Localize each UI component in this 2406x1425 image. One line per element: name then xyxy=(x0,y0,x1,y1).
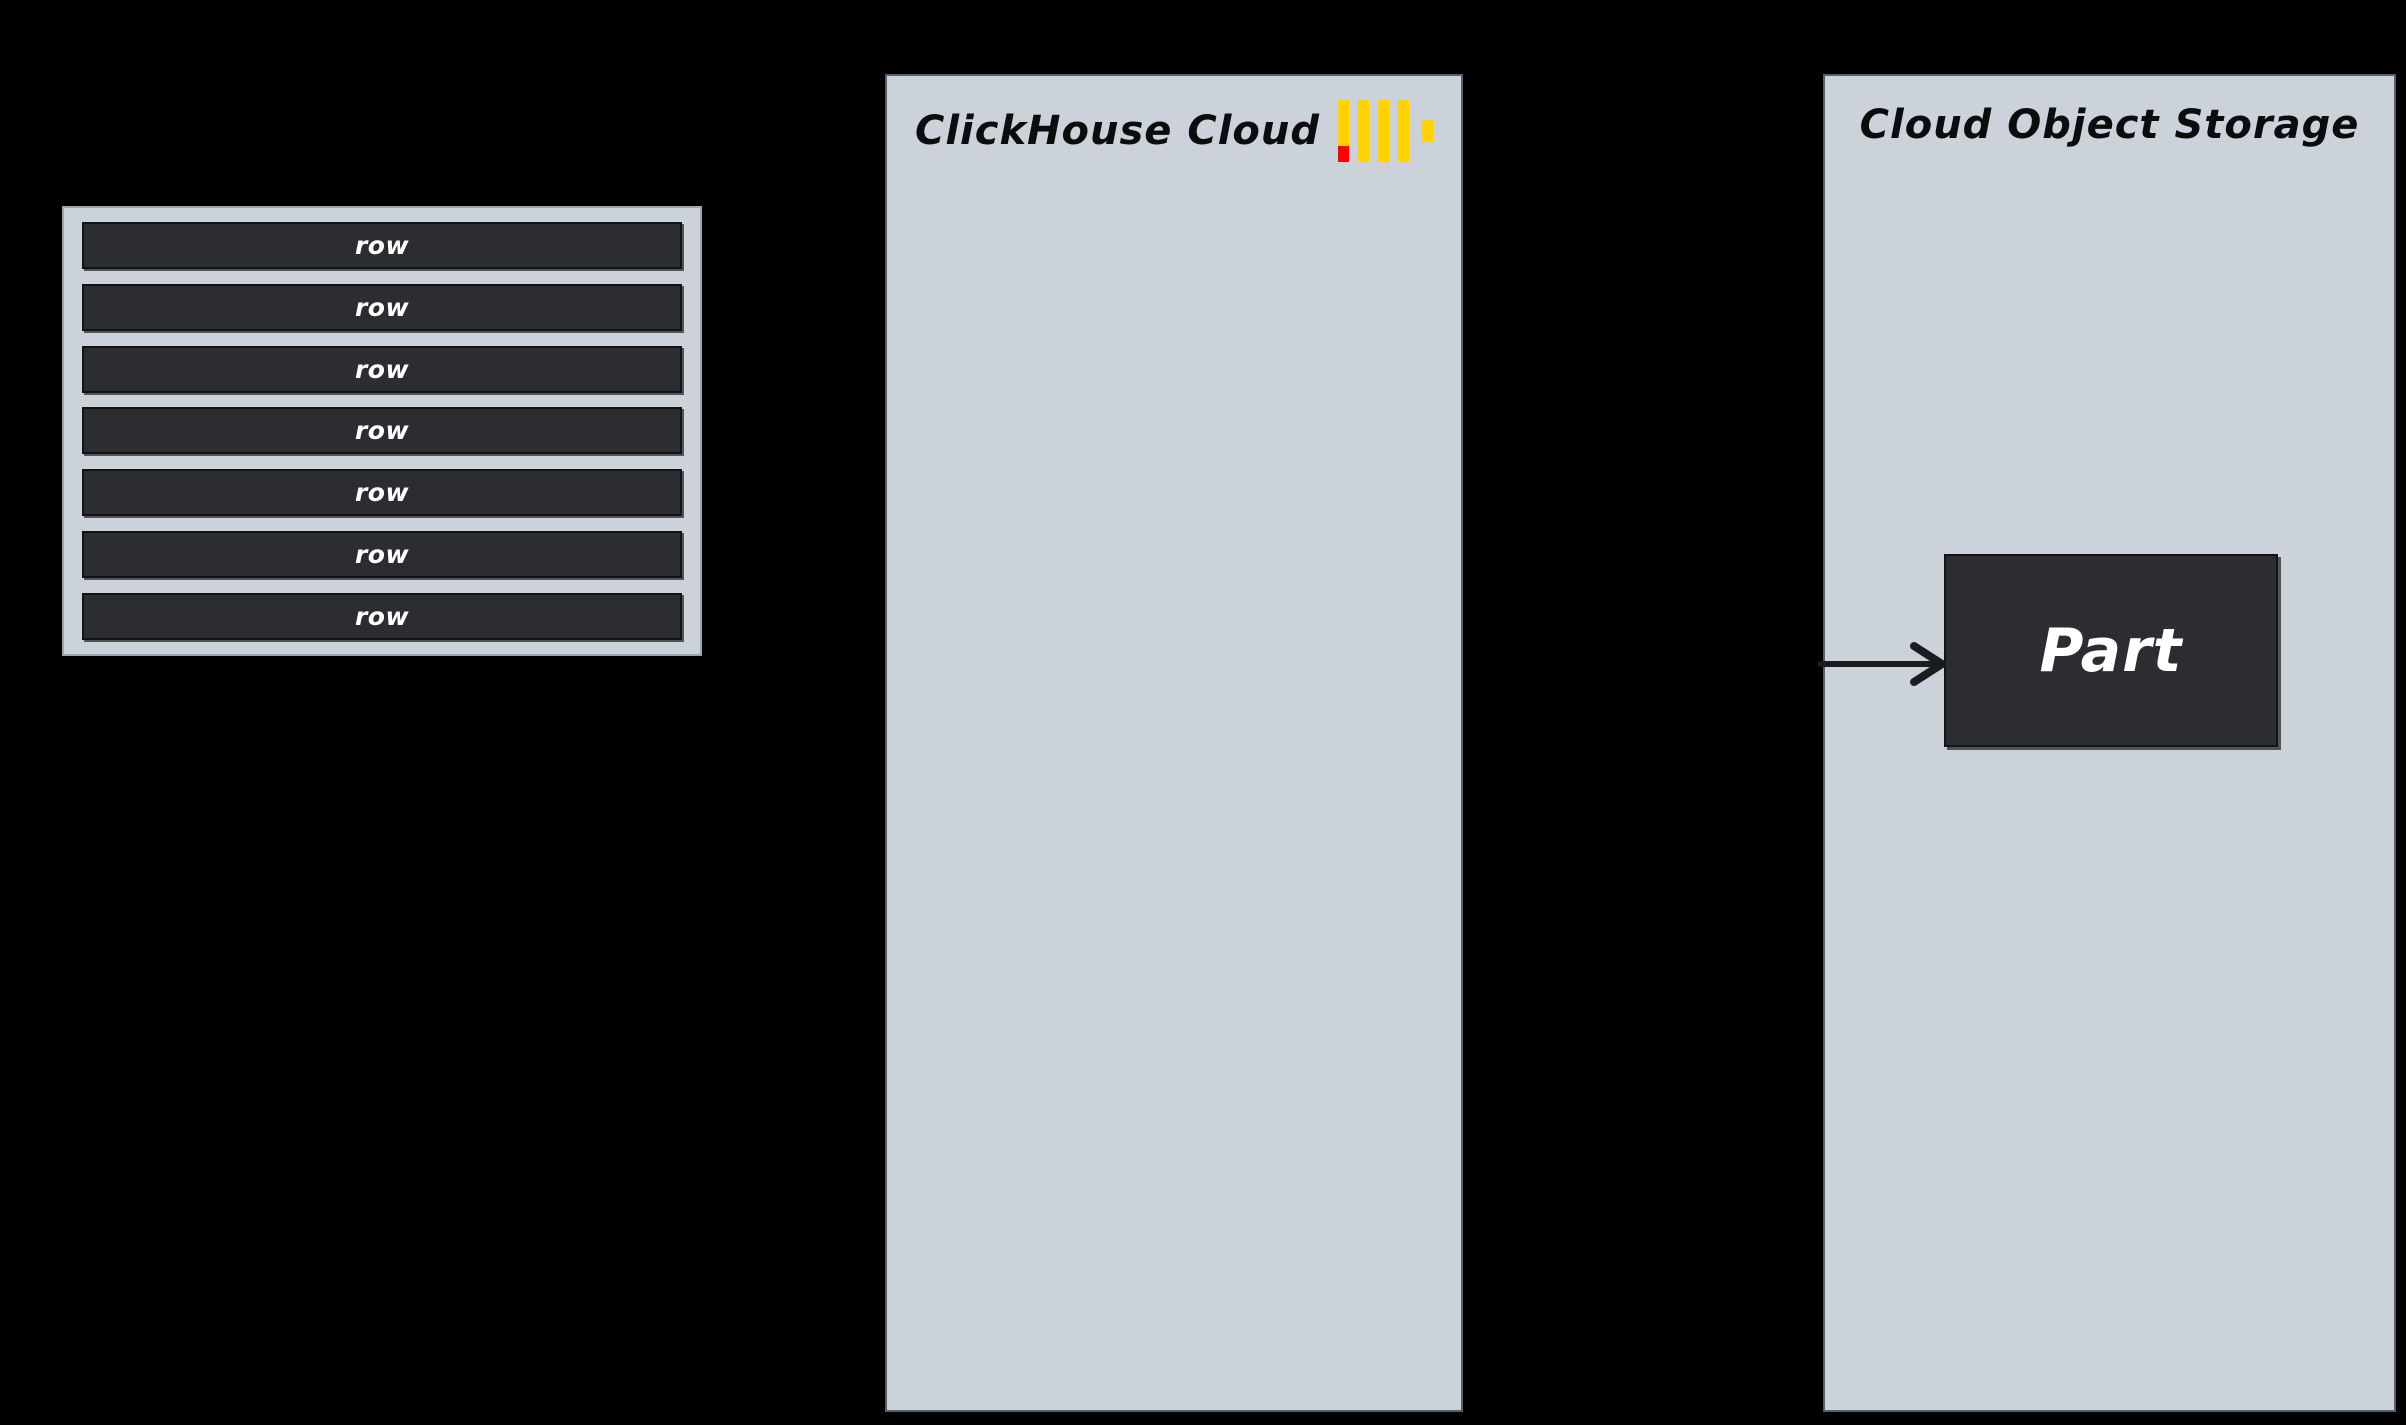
clickhouse-logo-bar-1 xyxy=(1338,100,1350,162)
table-row-label: row xyxy=(354,231,410,260)
table-row: row xyxy=(82,407,682,455)
rows-list: row row row row row row row xyxy=(82,222,682,640)
table-row: row xyxy=(82,222,682,269)
table-row-label: row xyxy=(354,416,410,446)
table-row-label: row xyxy=(354,478,410,508)
table-row: row xyxy=(82,469,682,517)
clickhouse-cloud-title: ClickHouse Cloud xyxy=(914,108,1321,154)
clickhouse-cloud-panel: ClickHouse Cloud xyxy=(885,74,1463,1412)
table-row-label: row xyxy=(354,292,410,322)
table-row: row xyxy=(82,283,682,331)
clickhouse-logo-square xyxy=(1422,120,1434,142)
table-row: row xyxy=(82,345,682,393)
clickhouse-logo-bar-2 xyxy=(1358,100,1370,162)
clickhouse-logo-bar-3 xyxy=(1378,100,1390,162)
table-row-label: row xyxy=(354,601,410,631)
table-row: row xyxy=(82,531,682,579)
clickhouse-logo-icon xyxy=(1338,100,1434,162)
cloud-object-storage-title: Cloud Object Storage xyxy=(1859,102,2360,148)
part-box: Part xyxy=(1944,554,2278,747)
insert-arrow-icon xyxy=(1818,642,1946,686)
clickhouse-logo-red-foot xyxy=(1338,146,1350,162)
table-row-label: row xyxy=(354,540,410,570)
part-label: Part xyxy=(2039,615,2183,686)
clickhouse-cloud-header: ClickHouse Cloud xyxy=(887,100,1461,162)
clickhouse-logo-bar-4 xyxy=(1398,100,1410,162)
table-row-label: row xyxy=(354,354,410,384)
rows-table-panel: row row row row row row row xyxy=(62,206,702,656)
cloud-object-storage-header: Cloud Object Storage xyxy=(1825,102,2394,148)
cloud-object-storage-panel: Cloud Object Storage Part xyxy=(1823,74,2396,1412)
table-row: row xyxy=(82,592,682,640)
